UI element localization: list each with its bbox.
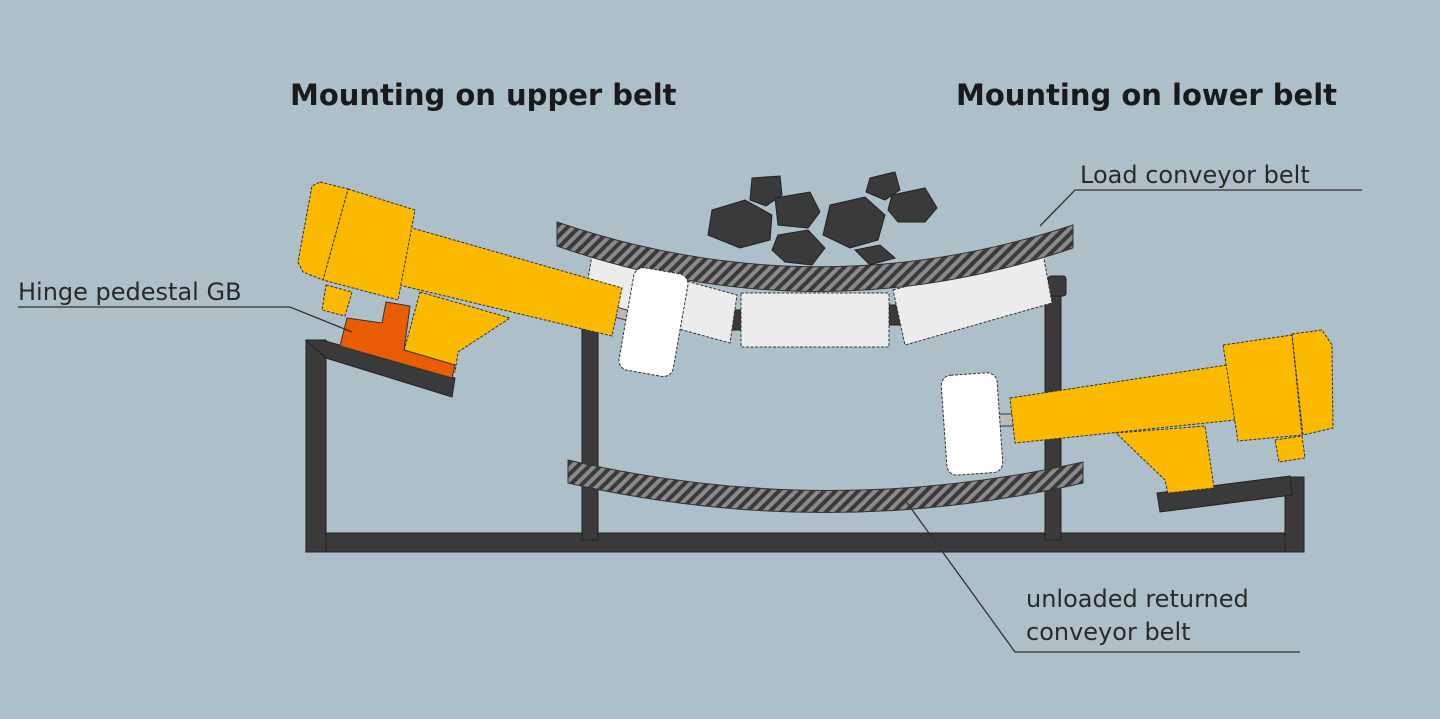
measuring-roller bbox=[940, 372, 1004, 476]
label-unloaded-belt-line1: unloaded returned bbox=[1026, 585, 1249, 613]
unloaded-return-belt bbox=[567, 459, 1084, 513]
coal-load bbox=[707, 171, 938, 266]
sensor-lower-belt bbox=[940, 329, 1334, 494]
hinge-pedestal bbox=[339, 301, 456, 379]
load-conveyor-belt bbox=[556, 221, 1074, 292]
measuring-roller bbox=[618, 267, 689, 377]
sensor-upper-belt bbox=[297, 181, 689, 379]
title-upper-belt: Mounting on upper belt bbox=[290, 78, 677, 112]
label-load-conveyor-belt: Load conveyor belt bbox=[1080, 161, 1310, 189]
label-unloaded-belt-line2: conveyor belt bbox=[1026, 618, 1191, 646]
title-lower-belt: Mounting on lower belt bbox=[956, 78, 1337, 112]
label-hinge-pedestal: Hinge pedestal GB bbox=[18, 278, 242, 306]
